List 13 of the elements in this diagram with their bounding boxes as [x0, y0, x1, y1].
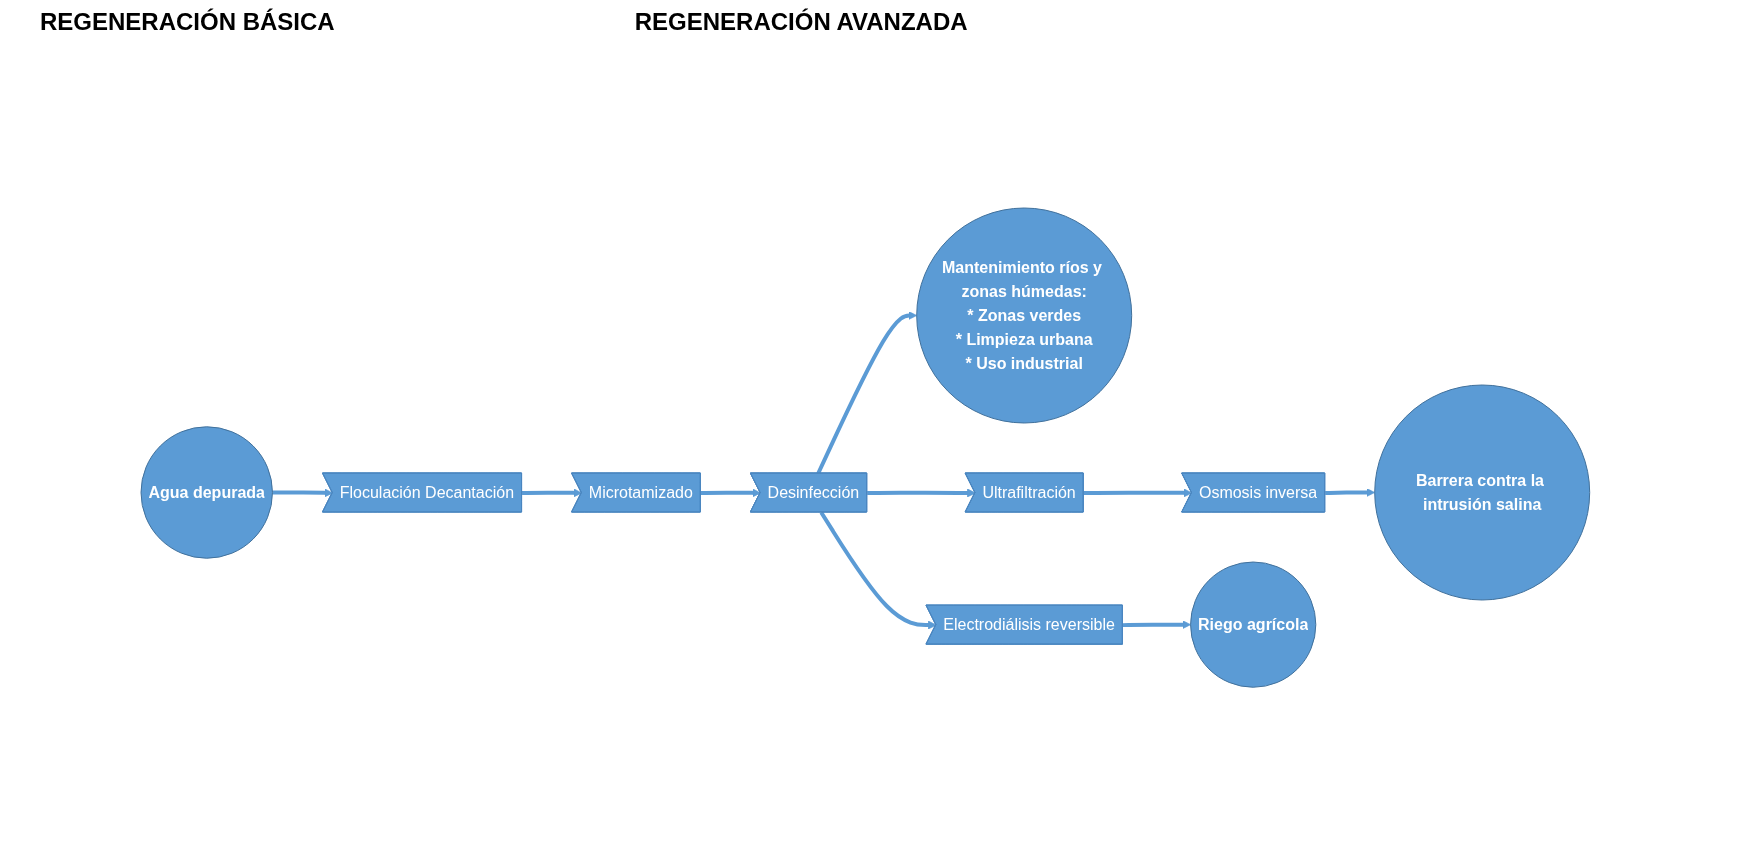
section-heading: REGENERACIÓN BÁSICA [40, 8, 335, 37]
arrow [816, 311, 917, 475]
node-circle: Agua depurada [140, 426, 273, 560]
arrow [272, 488, 333, 498]
arrow [1122, 620, 1191, 630]
arrow [521, 488, 582, 498]
node-circle: Mantenimiento ríos y zonas húmedas: * Zonas verdes * Limpieza urbana * Uso industrial [915, 207, 1132, 424]
node-circle: Riego agrícola [1189, 561, 1316, 689]
section-heading: REGENERACIÓN AVANZADA [634, 8, 968, 37]
arrow [1083, 488, 1192, 498]
arrow [700, 488, 761, 498]
arrow [1324, 488, 1375, 498]
node-circle: Barrera contra la intrusión salina [1373, 384, 1590, 601]
